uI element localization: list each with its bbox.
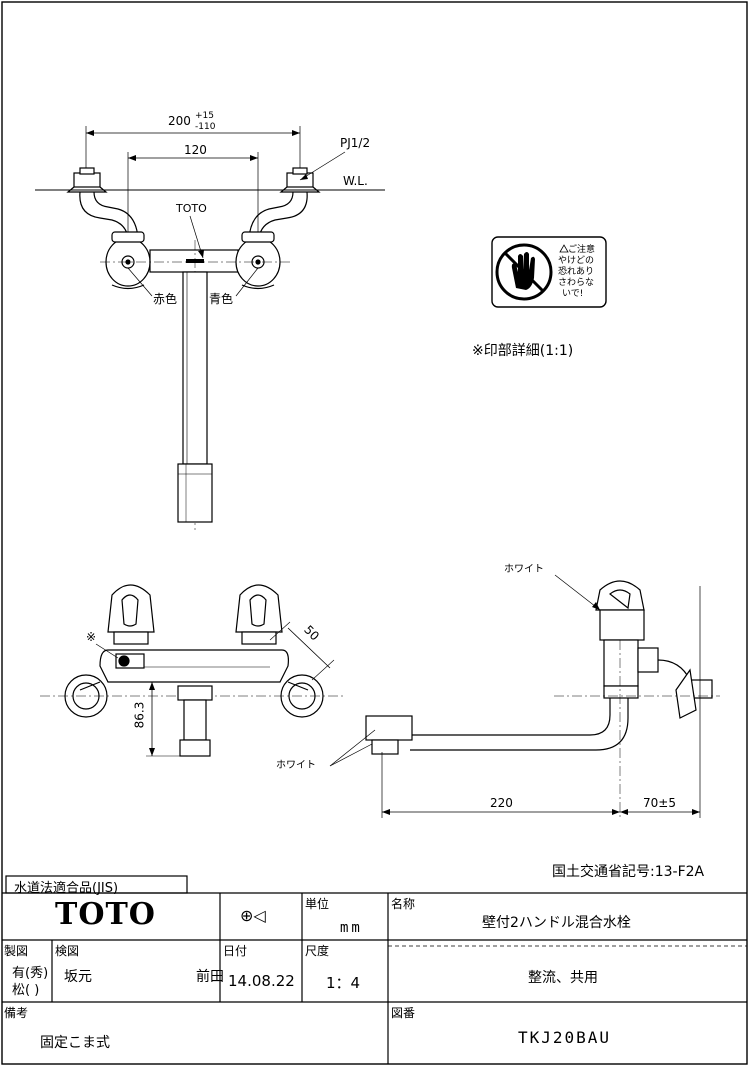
side-view (329, 574, 720, 818)
drawing-no-header: 図番 (391, 1006, 416, 1020)
drawn-header: 製図 (4, 944, 29, 958)
drawn-by-2: 松( ) (12, 983, 40, 998)
sticker-line-3: 恐れあり (558, 267, 595, 277)
ministry-code: 国土交通省記号:13-F2A (552, 864, 705, 880)
asterisk-mark: ※ (86, 630, 97, 644)
date-value: 14.08.22 (228, 972, 295, 990)
dim-overall-plus: +15 (195, 111, 214, 121)
name-header: 名称 (391, 897, 416, 911)
remarks-value: 固定こま式 (40, 1035, 110, 1051)
top-view (35, 126, 385, 530)
dim-70-label: 70±5 (643, 796, 676, 810)
white-label-left: ホワイト (276, 760, 316, 771)
product-name: 壁付2ハンドル混合水栓 (482, 915, 631, 931)
drawing-number: TKJ20BAU (518, 1028, 612, 1047)
feature-text: 整流、共用 (528, 970, 598, 986)
projection-symbol: ⊕◁ (240, 906, 266, 925)
sticker-line-4: さわらな (558, 278, 595, 288)
dim-overall-base: 200 (168, 114, 191, 128)
brand-logo: TOTO (55, 897, 156, 932)
jis-label: 水道法適合品(JIS) (14, 881, 119, 896)
checked-by-2: 前田 (196, 969, 224, 985)
checked-by: 坂元 (64, 969, 92, 985)
blue-color-label: 青色 (209, 292, 234, 306)
remarks-header: 備考 (4, 1006, 29, 1020)
dim-inner-label: 120 (184, 143, 207, 157)
sticker-line-1: ご注意 (568, 245, 596, 255)
water-line-label: W.L. (343, 174, 368, 188)
dim-overall-minus: -110 (195, 122, 216, 132)
checked-header: 検図 (55, 944, 80, 958)
scale-header: 尺度 (305, 944, 330, 958)
brand-mark-label: TOTO (176, 202, 207, 215)
unit-header: 単位 (305, 897, 330, 911)
red-color-label: 赤色 (153, 292, 178, 306)
date-header: 日付 (223, 944, 248, 958)
print-detail-note: ※印部詳細(1:1) (472, 343, 574, 359)
sticker-line-5: いで! (562, 289, 584, 299)
drawn-by-1: 有(秀) (12, 966, 49, 981)
title-block-lines (2, 875, 747, 1064)
dim-220-label: 220 (490, 796, 513, 810)
white-label-top: ホワイト (504, 564, 544, 575)
warning-sticker (491, 236, 607, 308)
unit-value: mm (340, 920, 363, 936)
pipe-thread-label: PJ1/2 (340, 136, 371, 150)
dim-86-3-label: 86.3 (132, 701, 147, 729)
scale-value: 1：4 (326, 974, 361, 992)
sticker-line-2: やけどの (558, 256, 595, 266)
front-view (40, 584, 345, 757)
